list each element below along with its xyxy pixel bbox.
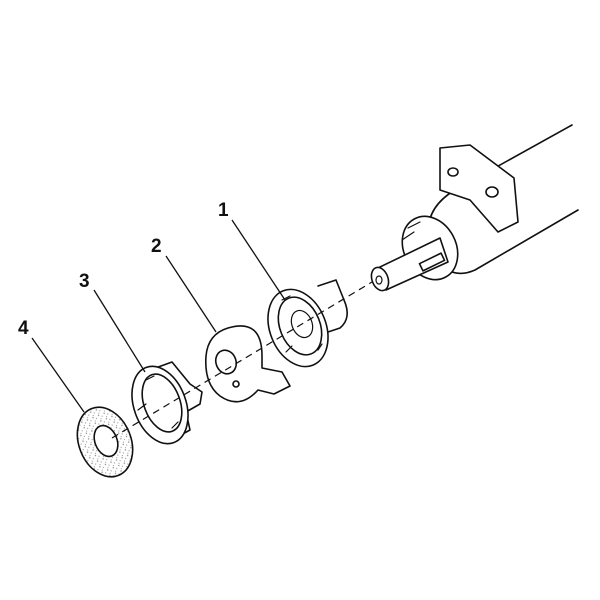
part-3-ring [131, 361, 203, 445]
callout-3: 3 [79, 271, 90, 292]
part-4-washer [76, 406, 134, 478]
callout-1: 1 [218, 200, 229, 221]
steering-shaft [370, 237, 449, 292]
assembly-centerline [111, 281, 373, 439]
part-2-cam [204, 325, 291, 403]
leader-lines [31, 219, 286, 413]
callout-4: 4 [18, 318, 29, 339]
part-1-ring [267, 279, 348, 368]
callout-2: 2 [151, 236, 162, 257]
